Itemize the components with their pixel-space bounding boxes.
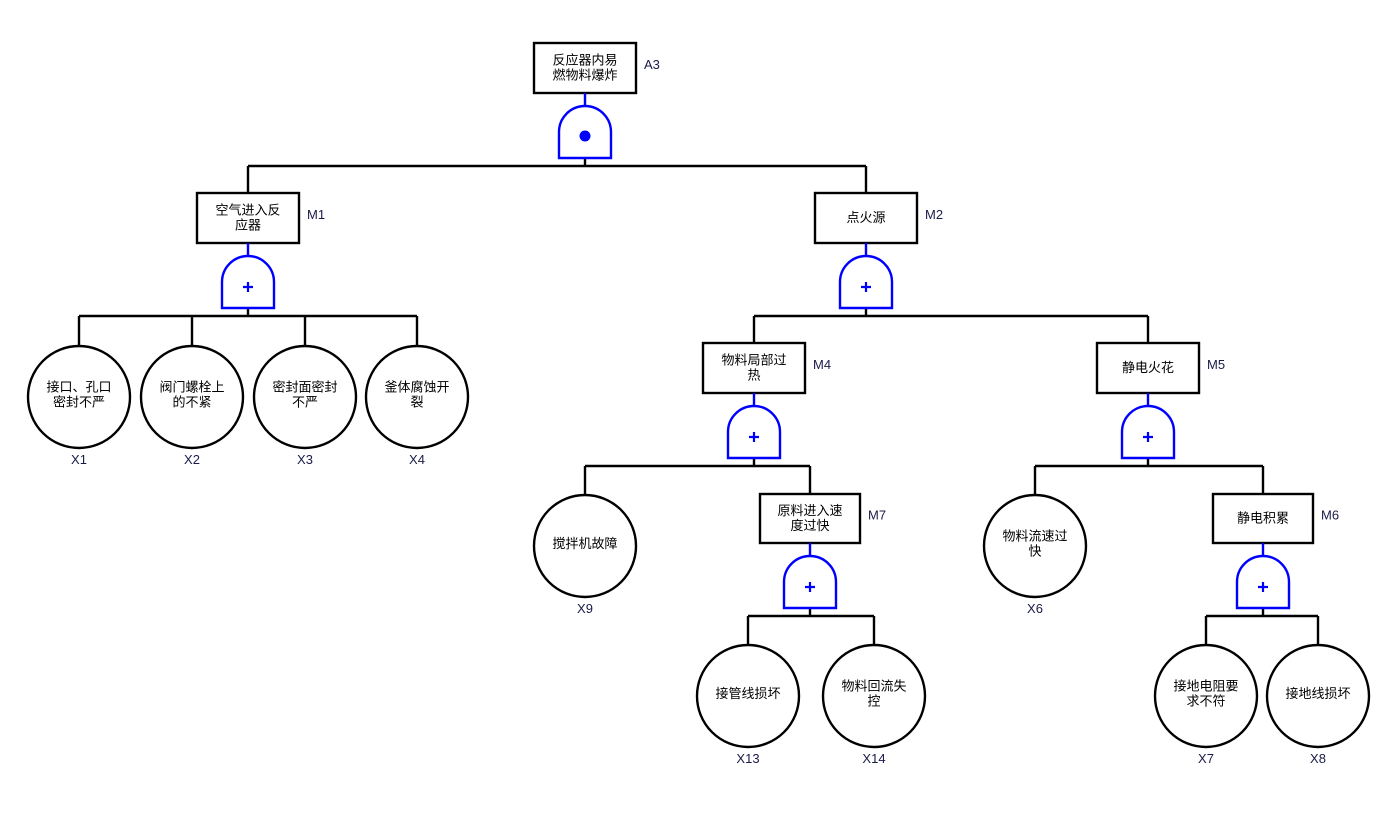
intermediate-event-label-line: 静电火花 [1122,360,1174,376]
and-dot-icon [579,130,591,142]
or-plus-icon [749,432,759,442]
basic-event-label-line: 接地电阻要 [1173,679,1238,695]
or-plus-icon [243,282,253,292]
basic-event-label-line: 物料回流失 [841,680,906,695]
intermediate-event-label-line: 空气进入反 [215,203,280,219]
event-code: M4 [813,357,831,372]
basic-event-label-line: 阀门螺栓上 [159,381,224,396]
event-code: X8 [1310,751,1326,766]
event-code: X6 [1027,601,1043,616]
intermediate-event-label-line: 物料局部过 [721,354,786,369]
basic-event-label-line: 物料流速过 [1002,530,1067,545]
event-code: X2 [184,452,200,467]
or-gate-icon [1120,404,1176,460]
event-x13[interactable]: 接管线损坏 X13 [695,643,801,766]
intermediate-event-label-line: 原料进入速 [777,504,842,519]
basic-event-circle[interactable] [139,344,245,450]
event-code: M5 [1207,357,1225,372]
event-code: X14 [862,751,885,766]
basic-event-circle[interactable] [364,344,470,450]
event-code: A3 [644,57,660,72]
intermediate-event-label-line: 度过快 [790,518,829,534]
basic-event-circle[interactable] [695,643,801,749]
intermediate-event-box[interactable] [758,492,862,545]
basic-event-circle[interactable] [26,344,132,450]
or-plus-icon [1258,582,1268,592]
basic-event-label-line: 控 [867,695,880,710]
top-event-label-line: 燃物料爆炸 [552,68,617,84]
event-code: X1 [71,452,87,467]
basic-event-circle[interactable] [532,493,638,599]
basic-event-label-line: 不严 [292,396,318,411]
basic-event-label-line: 求不符 [1186,694,1225,710]
intermediate-event-label-line: 点火源 [846,211,885,226]
event-m5[interactable]: 静电火花 M5 [1095,341,1225,460]
basic-event-label-line: 的不紧 [172,395,211,411]
basic-event-label-line: 接口、孔口 [46,380,111,396]
event-x9[interactable]: 搅拌机故障 X9 [532,493,638,616]
basic-event-label-line: 密封面密封 [272,380,337,396]
event-x8[interactable]: 接地线损坏 X8 [1265,643,1371,766]
or-gate-icon [838,254,894,310]
event-code: M2 [925,207,943,222]
event-code: M7 [868,508,886,523]
intermediate-event-box[interactable] [701,341,807,395]
top-event-label-line: 反应器内易 [552,53,617,69]
basic-event-label-line: 搅拌机故障 [552,536,617,552]
or-gate-icon [220,254,276,310]
intermediate-event-label-line: 热 [747,369,760,384]
or-gate-icon [726,404,782,460]
basic-event-circle[interactable] [1153,643,1259,749]
or-gate-icon [782,554,838,610]
or-plus-icon [805,582,815,592]
event-code: M6 [1321,508,1339,523]
basic-event-label-line: 接地线损坏 [1285,686,1350,702]
or-plus-icon [1143,432,1153,442]
basic-event-label-line: 釜体腐蚀开 [384,381,449,396]
basic-event-label-line: 接管线损坏 [715,686,780,702]
basic-event-circle[interactable] [821,643,927,749]
event-code: X7 [1198,751,1214,766]
event-code: X9 [577,601,593,616]
intermediate-event-label-line: 静电积累 [1237,512,1289,527]
event-m6[interactable]: 静电积累 M6 [1211,492,1339,610]
basic-event-label-line: 裂 [410,396,423,411]
top-event-box[interactable] [532,41,638,95]
event-code: M1 [307,207,325,222]
basic-event-label-line: 快 [1028,545,1041,560]
basic-event-circle[interactable] [252,344,358,450]
intermediate-event-label-line: 应器 [235,218,261,234]
basic-event-circle[interactable] [982,493,1088,599]
intermediate-event-box[interactable] [195,191,301,245]
or-plus-icon [861,282,871,292]
connector-lines [77,158,1320,645]
basic-event-label-line: 密封不严 [53,395,105,411]
and-gate-icon [557,104,613,160]
basic-event-circle[interactable] [1265,643,1371,749]
event-code: X13 [736,751,759,766]
event-m2[interactable]: 点火源 M2 [813,191,943,310]
event-code: X3 [297,452,313,467]
intermediate-event-box[interactable] [1095,341,1201,395]
event-code: X4 [409,452,425,467]
or-gate-icon [1235,554,1291,610]
